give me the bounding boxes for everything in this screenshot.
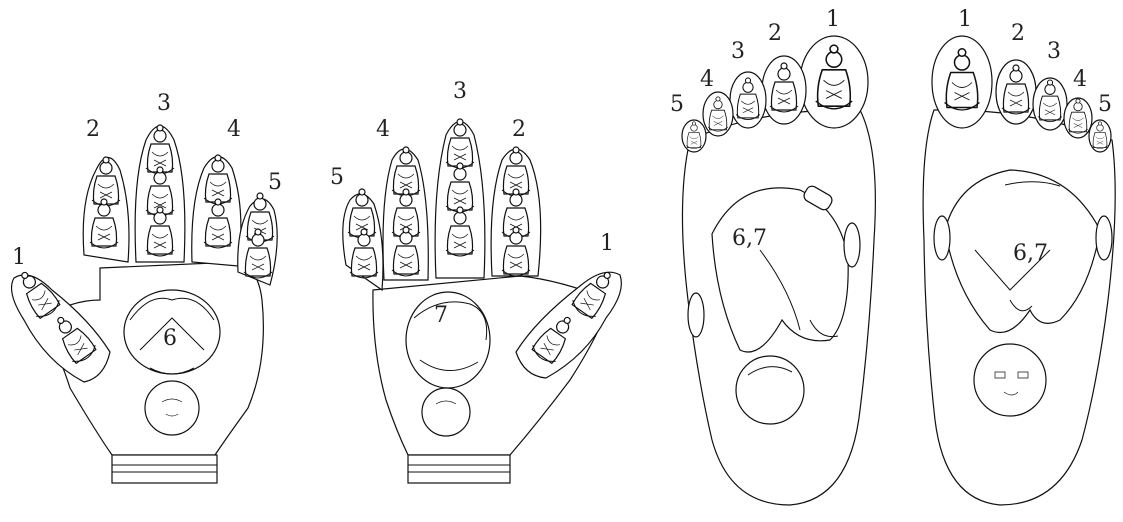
right-hand-label-palm: 7 xyxy=(434,303,448,328)
right-hand-wrist-band xyxy=(408,455,510,483)
right-foot-toe-1 xyxy=(932,36,992,128)
left-foot-toe-4 xyxy=(703,92,733,136)
left-hand-label-4: 4 xyxy=(227,117,241,142)
right-hand-finger-4 xyxy=(383,147,428,280)
right-hand-label-4: 4 xyxy=(376,117,390,142)
right-foot-toe-2 xyxy=(996,60,1036,124)
right-foot-toe-5 xyxy=(1089,120,1111,152)
right-hand: 5 4 3 2 1 7 xyxy=(330,79,621,483)
left-foot-label-4: 4 xyxy=(700,67,714,92)
left-foot-toe-5 xyxy=(682,120,706,152)
right-foot-label-2: 2 xyxy=(1011,21,1025,46)
left-foot-label-5: 5 xyxy=(670,92,684,117)
left-foot-label-1: 1 xyxy=(826,7,840,32)
left-foot-label-3: 3 xyxy=(731,39,745,64)
left-hand-label-5: 5 xyxy=(268,170,282,195)
left-foot-label-2: 2 xyxy=(768,21,782,46)
left-hand-wrist-band xyxy=(112,455,217,483)
left-hand-finger-3 xyxy=(135,125,185,262)
right-hand-label-5: 5 xyxy=(330,165,344,190)
right-hand-label-2: 2 xyxy=(512,117,526,142)
right-foot: 1 2 3 4 5 6,7 xyxy=(923,7,1115,505)
left-hand-finger-4 xyxy=(192,155,241,266)
left-hand-label-2: 2 xyxy=(86,117,100,142)
right-foot-label-3: 3 xyxy=(1047,39,1061,64)
right-foot-label-sole: 6,7 xyxy=(1013,241,1048,266)
right-foot-label-1: 1 xyxy=(958,7,972,32)
left-hand-label-3: 3 xyxy=(157,91,171,116)
left-foot-label-sole: 6,7 xyxy=(732,226,767,251)
right-hand-finger-5 xyxy=(343,189,383,290)
right-foot-toe-4 xyxy=(1064,98,1092,138)
right-foot-toe-3 xyxy=(1033,78,1067,130)
left-hand-finger-5 xyxy=(238,193,277,285)
left-foot-toe-2 xyxy=(762,56,806,124)
left-hand-finger-2 xyxy=(83,157,129,262)
left-hand: 1 2 3 4 5 6 xyxy=(12,91,282,483)
right-hand-finger-3 xyxy=(435,119,485,278)
left-foot-toe-1 xyxy=(800,36,868,128)
right-foot-label-5: 5 xyxy=(1098,92,1112,117)
left-foot-toe-3 xyxy=(730,72,766,128)
left-hand-label-palm: 6 xyxy=(163,326,177,351)
left-hand-label-1: 1 xyxy=(12,245,26,270)
right-hand-label-1: 1 xyxy=(600,231,614,256)
right-foot-label-4: 4 xyxy=(1073,67,1087,92)
right-hand-label-3: 3 xyxy=(453,79,467,104)
right-hand-finger-2 xyxy=(491,147,541,276)
left-foot: 1 2 3 4 5 6,7 xyxy=(670,7,875,505)
